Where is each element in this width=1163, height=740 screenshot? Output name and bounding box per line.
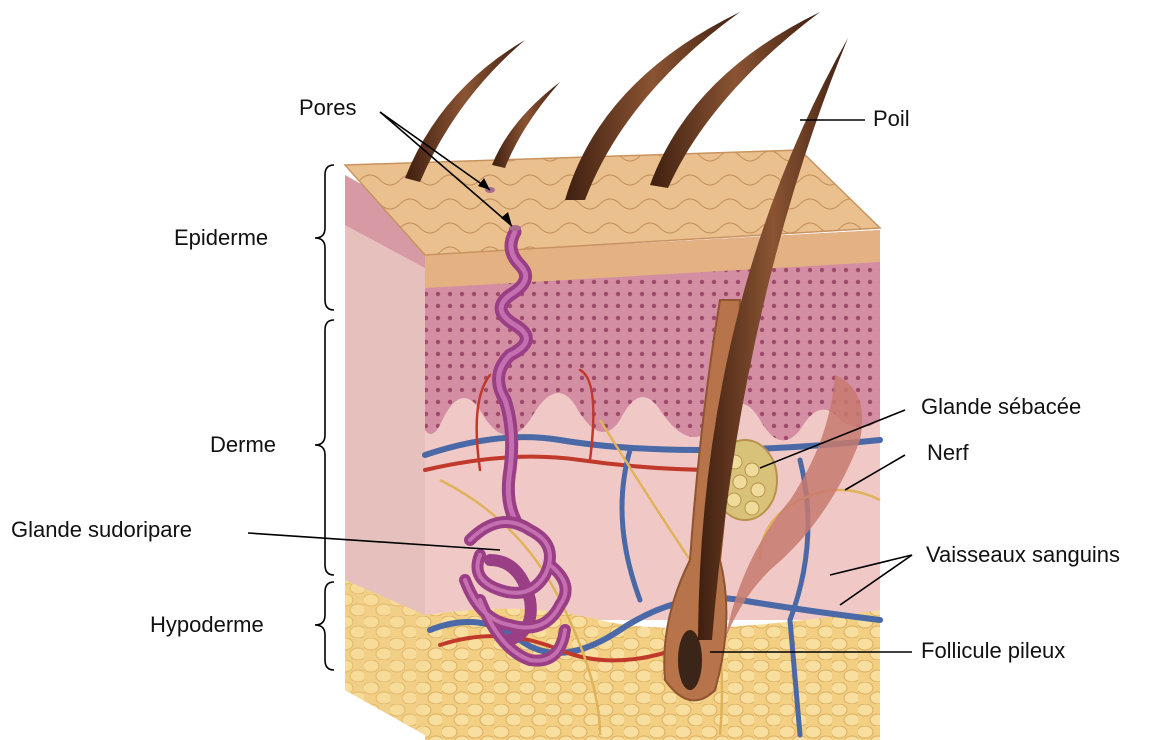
- label-follicule-pileux: Follicule pileux: [921, 638, 1065, 664]
- label-poil: Poil: [873, 106, 910, 132]
- hypoderme-bracket: [315, 582, 334, 670]
- skin-block-side-face: [345, 175, 425, 735]
- derme-bracket: [315, 320, 334, 575]
- label-epiderme: Epiderme: [174, 225, 268, 251]
- label-glande-sebacee: Glande sébacée: [921, 394, 1081, 420]
- label-glande-sudoripare: Glande sudoripare: [11, 517, 192, 543]
- label-nerf: Nerf: [927, 440, 969, 466]
- label-vaisseaux-sanguins: Vaisseaux sanguins: [926, 542, 1120, 568]
- label-derme: Derme: [210, 432, 276, 458]
- epiderme-bracket: [315, 165, 334, 310]
- label-pores: Pores: [299, 95, 356, 121]
- layer-brackets: [315, 165, 334, 670]
- label-hypoderme: Hypoderme: [150, 612, 264, 638]
